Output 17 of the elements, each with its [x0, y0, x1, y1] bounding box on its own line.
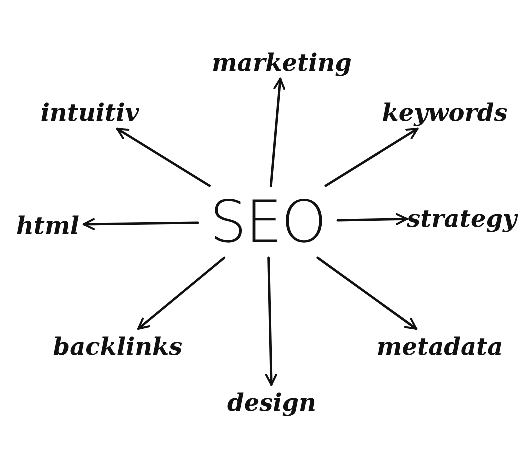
arrow	[137, 256, 226, 330]
keyword-label: marketing	[212, 45, 352, 79]
keyword-label: keywords	[380, 95, 510, 129]
keyword-label: design	[220, 385, 324, 419]
arrow	[316, 256, 418, 330]
keyword-label: backlinks	[48, 329, 188, 363]
arrow	[324, 128, 419, 188]
keyword-label: html	[12, 208, 84, 242]
central-word: SEO	[198, 186, 338, 258]
arrow	[336, 213, 408, 226]
keyword-label: intuitiv	[35, 95, 145, 129]
arrow	[265, 256, 278, 386]
keyword-label: strategy	[407, 201, 517, 235]
arrow	[270, 78, 286, 188]
arrow	[82, 218, 200, 230]
keyword-label: metadata	[375, 329, 505, 363]
arrow	[116, 128, 211, 188]
